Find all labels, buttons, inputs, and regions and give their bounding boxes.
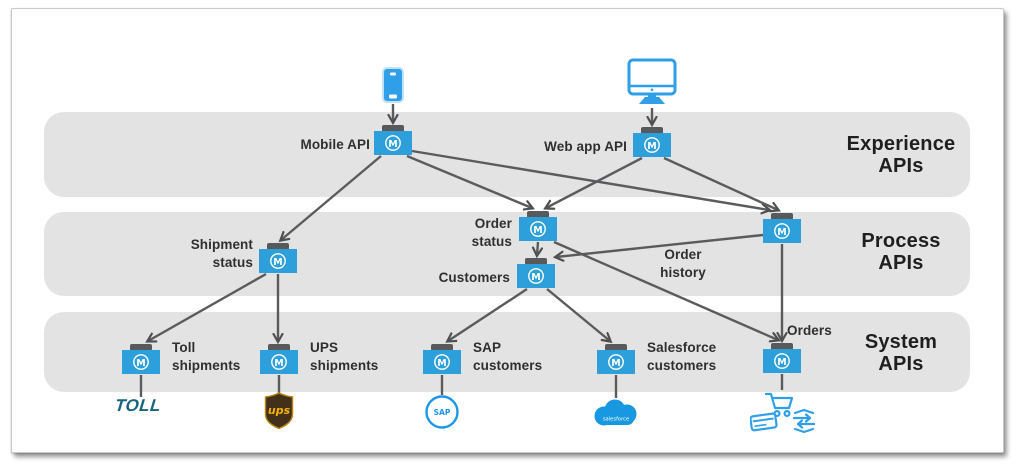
node-shipment-status: M: [259, 243, 297, 273]
package-sync-icon: [792, 408, 816, 434]
order-status-label: Order status: [471, 216, 512, 249]
system-apis-label: System APIs: [864, 331, 938, 376]
mulesoft-logo-icon: M: [423, 350, 461, 374]
ups-logo-icon: ups: [263, 391, 295, 434]
api-tab: [605, 344, 627, 351]
svg-text:M: M: [777, 227, 786, 238]
api-tab: [525, 258, 547, 265]
svg-text:M: M: [274, 358, 283, 369]
mulesoft-logo-icon: M: [259, 249, 297, 273]
svg-text:M: M: [777, 357, 786, 368]
customers-label: Customers: [438, 270, 510, 285]
svg-text:M: M: [437, 358, 446, 369]
node-mobile-api: M: [374, 125, 412, 155]
node-sap-customers: M: [423, 344, 461, 374]
api-tab: [267, 243, 289, 250]
api-tab: [527, 211, 549, 218]
api-tab: [268, 344, 290, 351]
desktop-monitor-icon: [625, 56, 679, 111]
api-tab: [771, 213, 793, 220]
ups-shipments-label: UPS shipments: [310, 340, 379, 373]
api-tab: [771, 343, 793, 350]
node-order-history: M: [763, 213, 801, 243]
process-apis-label: Process APIs: [861, 230, 941, 275]
svg-text:ups: ups: [268, 404, 291, 417]
svg-text:salesforce: salesforce: [603, 417, 629, 423]
experience-apis-label: Experience APIs: [846, 133, 956, 178]
mulesoft-logo-icon: M: [763, 349, 801, 373]
toll-logo: TOLL: [114, 396, 163, 415]
api-tab: [130, 344, 152, 351]
salesforce-logo-icon: salesforce: [590, 397, 642, 436]
sap-logo-icon: SAP: [424, 394, 460, 435]
toll-shipments-label: Toll shipments: [172, 340, 241, 373]
node-toll-shipments: M: [122, 344, 160, 374]
mulesoft-logo-icon: M: [597, 350, 635, 374]
mulesoft-logo-icon: M: [517, 264, 555, 288]
svg-text:M: M: [531, 272, 540, 283]
webapp-api-label: Web app API: [544, 139, 627, 154]
node-customers: M: [517, 258, 555, 288]
sap-customers-label: SAP customers: [473, 340, 543, 373]
shopping-cart-icon: [764, 392, 794, 418]
experience-apis-band: [44, 112, 970, 197]
mulesoft-logo-icon: M: [519, 217, 557, 241]
svg-text:M: M: [647, 141, 656, 152]
mulesoft-logo-icon: M: [763, 219, 801, 243]
mulesoft-logo-icon: M: [122, 350, 160, 374]
node-orders: M: [763, 343, 801, 373]
shipment-status-label: Shipment status: [190, 237, 253, 270]
system-apis-band: [44, 312, 970, 392]
mulesoft-logo-icon: M: [260, 350, 298, 374]
svg-text:SAP: SAP: [434, 408, 451, 417]
api-tab: [382, 125, 404, 132]
node-ups-shipments: M: [260, 344, 298, 374]
api-tab: [431, 344, 453, 351]
svg-text:M: M: [273, 257, 282, 268]
api-tab: [641, 127, 663, 134]
node-webapp-api: M: [633, 127, 671, 157]
orders-label: Orders: [787, 323, 832, 338]
process-apis-band: [44, 212, 970, 296]
svg-text:M: M: [136, 358, 145, 369]
credit-card-icon: [749, 412, 778, 432]
mobile-api-label: Mobile API: [300, 137, 370, 152]
svg-text:M: M: [388, 139, 397, 150]
mulesoft-logo-icon: M: [374, 131, 412, 155]
salesforce-customers-label: Salesforce customers: [647, 340, 717, 373]
order-history-label: Order history: [660, 247, 706, 280]
svg-text:M: M: [611, 358, 620, 369]
mulesoft-logo-icon: M: [633, 133, 671, 157]
svg-text:M: M: [533, 225, 542, 236]
commerce-icons: [749, 389, 818, 439]
node-salesforce-customers: M: [597, 344, 635, 374]
node-order-status: M: [519, 211, 557, 241]
smartphone-icon: [380, 66, 406, 113]
